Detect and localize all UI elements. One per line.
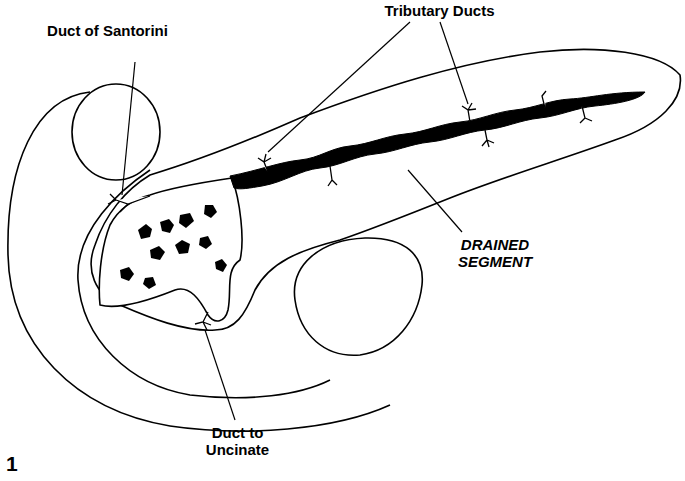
part-label: Duct of Santorini xyxy=(45,22,170,39)
tributary-ducts xyxy=(108,91,592,330)
duct-stones xyxy=(120,205,227,289)
part-label: Duct to Uncinate xyxy=(190,424,285,459)
dilated-head-duct xyxy=(99,178,242,321)
part-label: Tributary Ducts xyxy=(372,2,507,19)
leader-lines xyxy=(122,22,468,420)
organ-outlines xyxy=(8,49,681,431)
drained-duct xyxy=(230,92,645,189)
vessel-outline xyxy=(294,238,422,355)
figure-number: 1 xyxy=(6,452,36,476)
pylorus xyxy=(72,84,160,180)
region-label: DRAINED SEGMENT xyxy=(445,236,545,271)
